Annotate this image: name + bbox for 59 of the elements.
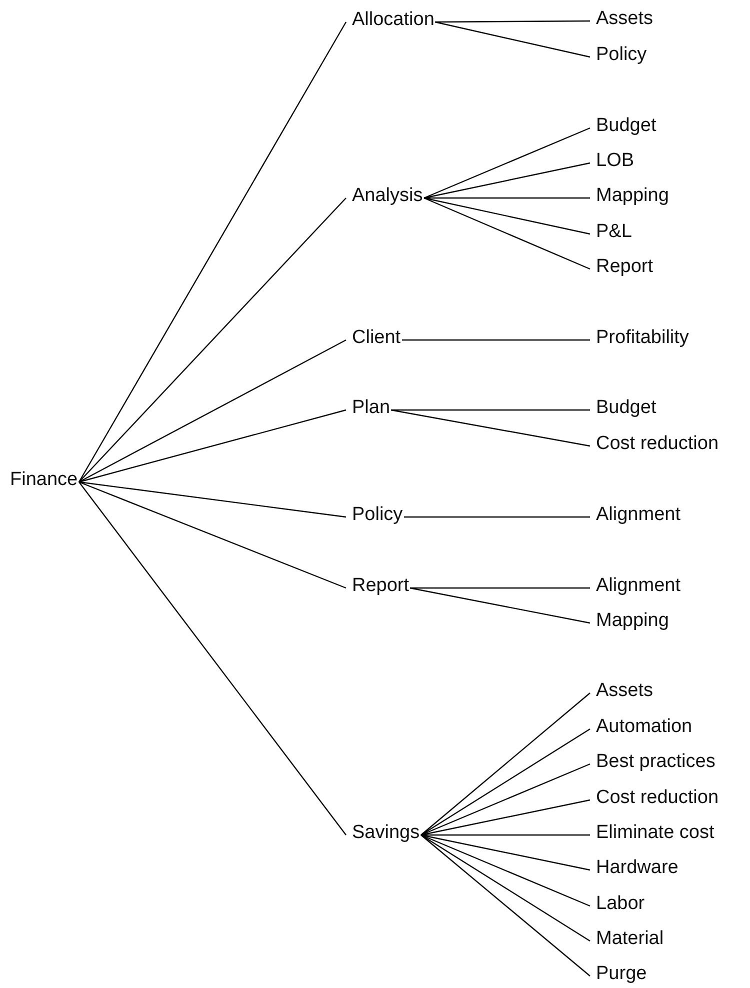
connector-line	[391, 409, 590, 411]
connector-line	[420, 763, 590, 836]
connector-line	[424, 197, 590, 235]
node-label: Automation	[596, 715, 692, 739]
node-label: Material	[596, 927, 664, 951]
node-label: Mapping	[596, 609, 669, 633]
connector-line	[435, 20, 590, 23]
node-label: Assets	[596, 679, 654, 703]
connector-line	[420, 799, 590, 836]
connector-line	[78, 481, 346, 518]
connector-line	[78, 481, 346, 589]
node-label: Report	[596, 255, 654, 279]
connector-line	[78, 198, 346, 482]
node-label: P&L	[596, 220, 632, 244]
connector-line	[434, 21, 590, 58]
connector-line	[420, 834, 590, 907]
node-label: Policy	[352, 503, 403, 527]
node-label: Alignment	[596, 574, 680, 598]
connector-line	[420, 692, 590, 836]
node-label: Report	[352, 574, 410, 598]
node-label: Labor	[596, 892, 645, 916]
connector-line	[420, 834, 590, 942]
node-label: Hardware	[596, 856, 678, 880]
connector-line	[424, 197, 590, 199]
node-label: Budget	[596, 114, 656, 138]
connector-line	[420, 834, 590, 871]
connector-line	[78, 339, 346, 483]
node-label: Cost reduction	[596, 786, 719, 810]
node-label: Plan	[352, 396, 390, 420]
node-label: Savings	[352, 821, 420, 845]
connector-line	[78, 409, 346, 483]
node-label: Allocation	[352, 8, 434, 32]
node-label: Cost reduction	[596, 432, 719, 456]
node-label: Client	[352, 326, 401, 350]
connector-line	[78, 482, 346, 836]
node-label: Assets	[596, 7, 654, 31]
connector-line	[390, 409, 590, 447]
connector-line	[420, 834, 590, 976]
node-label: Alignment	[596, 503, 680, 527]
connector-line	[410, 587, 590, 624]
node-label: Profitability	[596, 326, 689, 350]
connector-line	[421, 834, 590, 836]
connector-line	[424, 127, 590, 199]
node-label: Mapping	[596, 184, 669, 208]
node-label: Best practices	[596, 750, 716, 774]
connector-line	[424, 197, 590, 270]
connector-line	[410, 587, 590, 589]
connector-line	[402, 339, 590, 341]
connector-line	[404, 516, 590, 518]
connector-line	[424, 162, 590, 199]
node-label: Analysis	[352, 184, 423, 208]
node-label: Finance	[10, 468, 78, 492]
node-label: Purge	[596, 962, 647, 986]
node-label: LOB	[596, 149, 634, 173]
connector-line	[78, 22, 347, 482]
node-label: Policy	[596, 43, 647, 67]
node-label: Eliminate cost	[596, 821, 714, 845]
node-label: Budget	[596, 396, 656, 420]
connector-line	[420, 728, 590, 836]
